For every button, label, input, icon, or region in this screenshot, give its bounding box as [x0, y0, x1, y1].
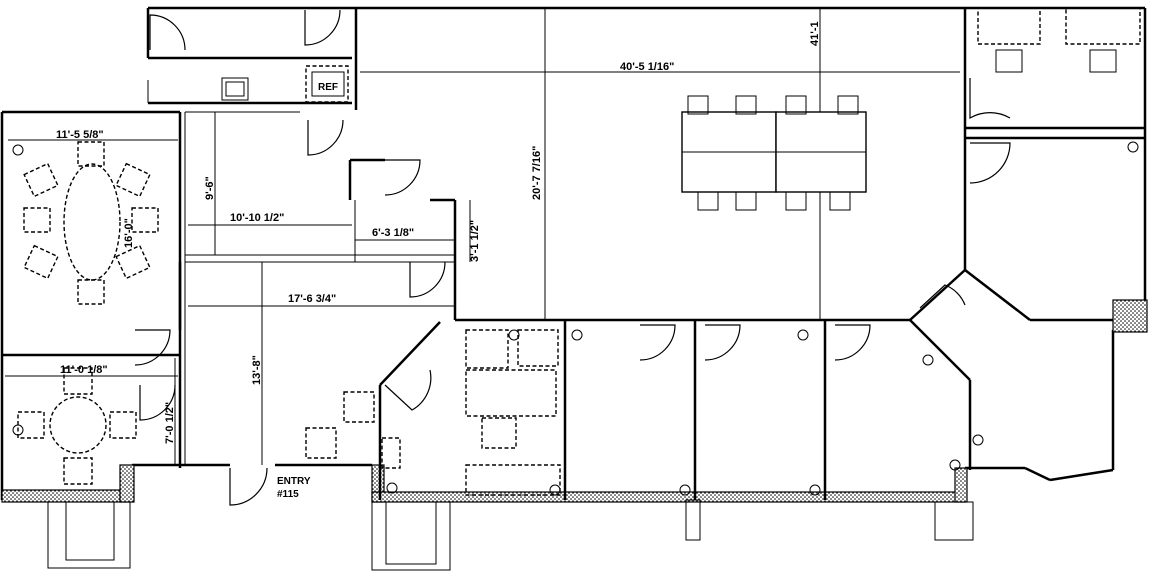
- closet-depth-label: 3'-1 1/2": [469, 220, 481, 262]
- lobby-depth-label: 13'-8": [251, 355, 263, 385]
- conference-table: [23, 141, 159, 305]
- exterior-projections: [47, 499, 974, 571]
- interior-walls: [147, 8, 1145, 500]
- closet-width-label: 6'-3 1/8": [372, 227, 414, 239]
- door-swing: [639, 324, 676, 361]
- door-swing: [834, 324, 871, 361]
- refrigerator-label: REF: [318, 82, 338, 93]
- hall-width-label: 10'-10 1/2": [230, 212, 284, 224]
- door-swing: [149, 14, 186, 51]
- door-swing: [969, 142, 1011, 184]
- overall-depth-label: 41'-1: [809, 21, 821, 46]
- private-office-desks: [977, 7, 1141, 73]
- kitchenette: [221, 65, 349, 103]
- doors: [134, 9, 1011, 506]
- entry-number-label: #115: [277, 489, 299, 500]
- conference-depth-label: 16'-0": [123, 218, 135, 248]
- electrical-symbols: [12, 141, 1139, 496]
- office-furniture: [465, 329, 561, 496]
- dimension-labels: 40'-5 1/16" 41'-1 20'-7 7/16" 11'-5 5/8"…: [56, 21, 821, 444]
- small-conference-table: [17, 367, 137, 485]
- door-swing: [134, 329, 171, 366]
- door-swing: [307, 119, 344, 156]
- room-labels: REF ENTRY #115: [277, 82, 338, 500]
- hall-depth-label: 9'-6": [204, 176, 216, 200]
- workstations: [681, 95, 867, 211]
- lobby-width-label: 17'-6 3/4": [288, 293, 336, 305]
- door-swing: [384, 369, 432, 411]
- door-swing: [919, 284, 966, 309]
- entry-label: ENTRY: [277, 476, 311, 487]
- lobby-chairs: [305, 391, 401, 469]
- door-swing: [304, 9, 341, 46]
- door-swing: [384, 159, 421, 196]
- door-swing: [409, 261, 446, 298]
- open-office-depth-label: 20'-7 7/16": [531, 146, 543, 200]
- door-swing: [969, 78, 1011, 120]
- small-conf-depth-label: 7'-0 1/2": [164, 402, 176, 444]
- small-conf-width-label: 11'-0 1/8": [60, 364, 108, 376]
- door-swing: [704, 324, 741, 361]
- dimension-lines: [5, 10, 960, 465]
- overall-width-label: 40'-5 1/16": [620, 61, 674, 73]
- hatched-wall-sections: [1, 299, 1148, 503]
- conference-width-label: 11'-5 5/8": [56, 129, 104, 141]
- door-swing: [139, 384, 176, 421]
- door-swing: [229, 467, 268, 506]
